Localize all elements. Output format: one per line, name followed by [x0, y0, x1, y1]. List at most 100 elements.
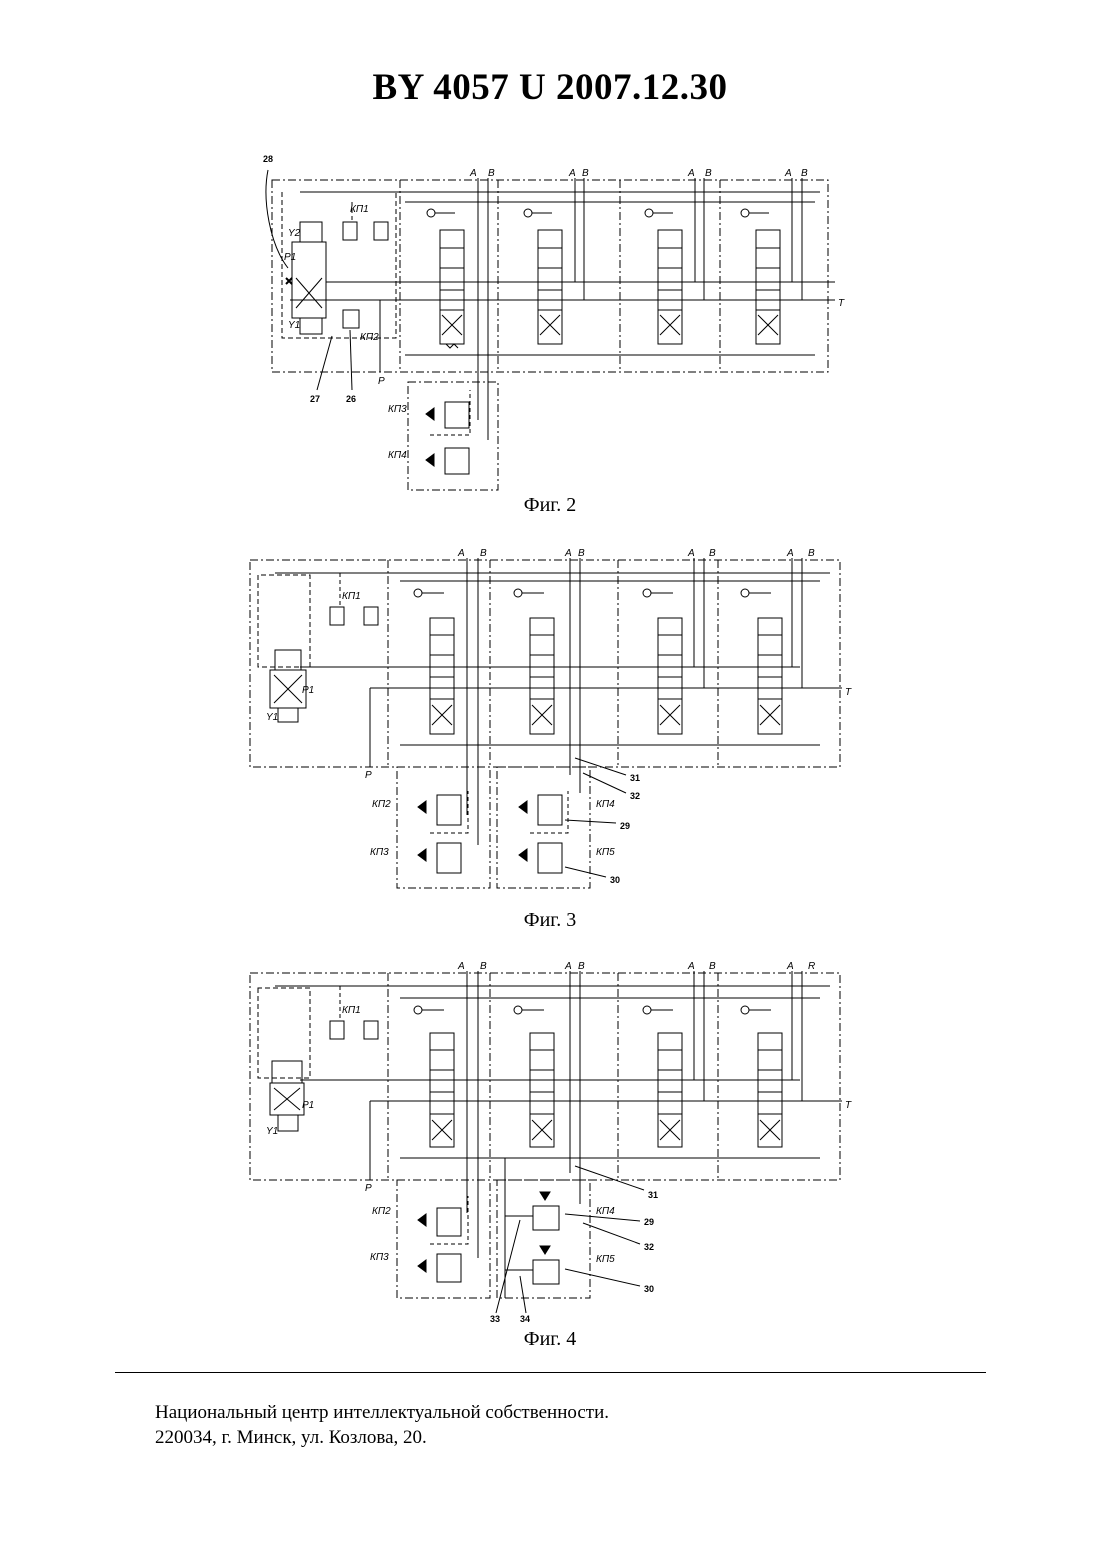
fig2-label-p1: P1 — [284, 252, 296, 263]
figure-3-caption: Фиг. 3 — [0, 909, 1100, 932]
fig4-section-1 — [414, 1006, 454, 1147]
fig4-section-2 — [514, 1006, 554, 1147]
figure-3-hydraulic-schematic: A B A B A B A B T P P1 Y1 КП1 КП2 КП3 КП… — [0, 545, 1100, 895]
fig3-section-3 — [643, 589, 682, 734]
fig2-label-y1: Y1 — [288, 320, 300, 331]
figure-2-caption: Фиг. 2 — [0, 494, 1100, 517]
fig2-section-1 — [427, 209, 464, 348]
fig2-label-b4: B — [801, 168, 808, 179]
fig2-label-b2: B — [582, 168, 589, 179]
fig4-label-r4: R — [808, 961, 815, 972]
fig3-label-kp3: КП3 — [370, 847, 389, 858]
fig3-label-b1: B — [480, 548, 487, 559]
fig2-label-a3: A — [687, 168, 695, 179]
fig2-label-kp1: КП1 — [350, 204, 369, 215]
fig2-leaders — [266, 170, 352, 390]
fig2-section-4 — [741, 209, 780, 344]
fig3-ref-32: 32 — [630, 791, 640, 801]
footer-org-name: Национальный центр интеллектуальной собс… — [155, 1400, 609, 1425]
fig3-label-a4: A — [786, 548, 794, 559]
fig2-section-2 — [524, 209, 562, 344]
fig3-label-kp2: КП2 — [372, 799, 391, 810]
fig3-distributor-sections — [414, 558, 802, 734]
fig3-label-p1: P1 — [302, 685, 314, 696]
document-header-title: BY 4057 U 2007.12.30 — [0, 66, 1100, 109]
fig2-outer-frame — [272, 180, 828, 490]
fig2-label-a1: A — [469, 168, 477, 179]
fig4-label-kp4: КП4 — [596, 1206, 615, 1217]
fig2-ref-28: 28 — [263, 154, 273, 164]
fig3-label-b3: B — [709, 548, 716, 559]
fig3-label-b2: B — [578, 548, 585, 559]
fig3-section-4 — [741, 589, 782, 734]
fig4-ref-31: 31 — [648, 1190, 658, 1200]
fig4-label-b3: B — [709, 961, 716, 972]
fig2-ref-27: 27 — [310, 394, 320, 404]
fig4-label-a4: A — [786, 961, 794, 972]
fig3-ref-29: 29 — [620, 821, 630, 831]
fig4-pilot-circuit — [258, 986, 388, 1131]
fig3-label-p: P — [365, 770, 372, 781]
fig3-port-lines — [694, 558, 802, 688]
fig4-distributor-sections — [414, 971, 802, 1147]
fig2-label-t: T — [838, 298, 845, 309]
fig3-label-a3: A — [687, 548, 695, 559]
fig4-label-t: T — [845, 1100, 852, 1111]
figure-2-hydraulic-schematic: A B A B A B A B T P Y2 P1 Y1 КП1 КП2 КП3… — [0, 150, 1100, 495]
fig3-label-kp5: КП5 — [596, 847, 615, 858]
fig4-label-a2: A — [564, 961, 572, 972]
fig3-relief-blocks — [418, 791, 568, 873]
fig4-port-lines — [694, 971, 802, 1101]
fig2-label-kp2: КП2 — [360, 332, 379, 343]
fig2-label-a4: A — [784, 168, 792, 179]
fig4-ref-34: 34 — [520, 1314, 530, 1324]
fig3-label-t: T — [845, 687, 852, 698]
fig3-ref-31: 31 — [630, 773, 640, 783]
fig4-ref-30: 30 — [644, 1284, 654, 1294]
fig4-section-3 — [643, 1006, 682, 1147]
fig2-pilot-circuit — [282, 192, 400, 338]
fig2-label-kp4: КП4 — [388, 450, 407, 461]
figure-4-hydraulic-schematic: A B A B A B A R T P P1 Y1 КП1 КП2 КП3 КП… — [0, 958, 1100, 1328]
fig4-label-p1: P1 — [302, 1100, 314, 1111]
fig2-label-b3: B — [705, 168, 712, 179]
fig3-label-a1: A — [457, 548, 465, 559]
fig2-label-kp3: КП3 — [388, 404, 407, 415]
fig3-label-y1: Y1 — [266, 712, 278, 723]
fig4-section-4 — [741, 1006, 782, 1147]
fig2-label-p: P — [378, 376, 385, 387]
fig4-ref-32: 32 — [644, 1242, 654, 1252]
fig4-leaders — [496, 1166, 644, 1313]
fig2-relief-block — [426, 390, 470, 474]
fig3-pilot-circuit — [258, 573, 388, 722]
fig3-section-1 — [414, 589, 454, 734]
fig2-label-a2: A — [568, 168, 576, 179]
fig3-label-kp1: КП1 — [342, 591, 361, 602]
fig4-label-b2: B — [578, 961, 585, 972]
fig2-section-3 — [645, 209, 682, 344]
fig2-label-b1: B — [488, 168, 495, 179]
fig4-label-y1: Y1 — [266, 1126, 278, 1137]
fig3-label-a2: A — [564, 548, 572, 559]
fig4-ref-33: 33 — [490, 1314, 500, 1324]
fig3-label-b4: B — [808, 548, 815, 559]
fig3-leaders — [565, 758, 626, 877]
footer-address-line: 220034, г. Минск, ул. Козлова, 20. — [155, 1425, 609, 1450]
fig4-label-kp5: КП5 — [596, 1254, 615, 1265]
fig4-label-b1: B — [480, 961, 487, 972]
footer-divider — [115, 1372, 986, 1373]
fig4-label-a3: A — [687, 961, 695, 972]
fig2-distributor-sections — [427, 178, 802, 348]
fig4-relief-blocks — [418, 1158, 559, 1298]
fig2-ref-26: 26 — [346, 394, 356, 404]
fig4-label-a1: A — [457, 961, 465, 972]
fig3-label-kp4: КП4 — [596, 799, 615, 810]
fig4-label-kp3: КП3 — [370, 1252, 389, 1263]
fig4-ref-29: 29 — [644, 1217, 654, 1227]
fig4-label-kp1: КП1 — [342, 1005, 361, 1016]
fig4-label-p: P — [365, 1183, 372, 1194]
figure-4-caption: Фиг. 4 — [0, 1328, 1100, 1351]
fig3-outer-frame — [250, 560, 840, 888]
fig3-ref-30: 30 — [610, 875, 620, 885]
fig2-label-y2: Y2 — [288, 228, 301, 239]
